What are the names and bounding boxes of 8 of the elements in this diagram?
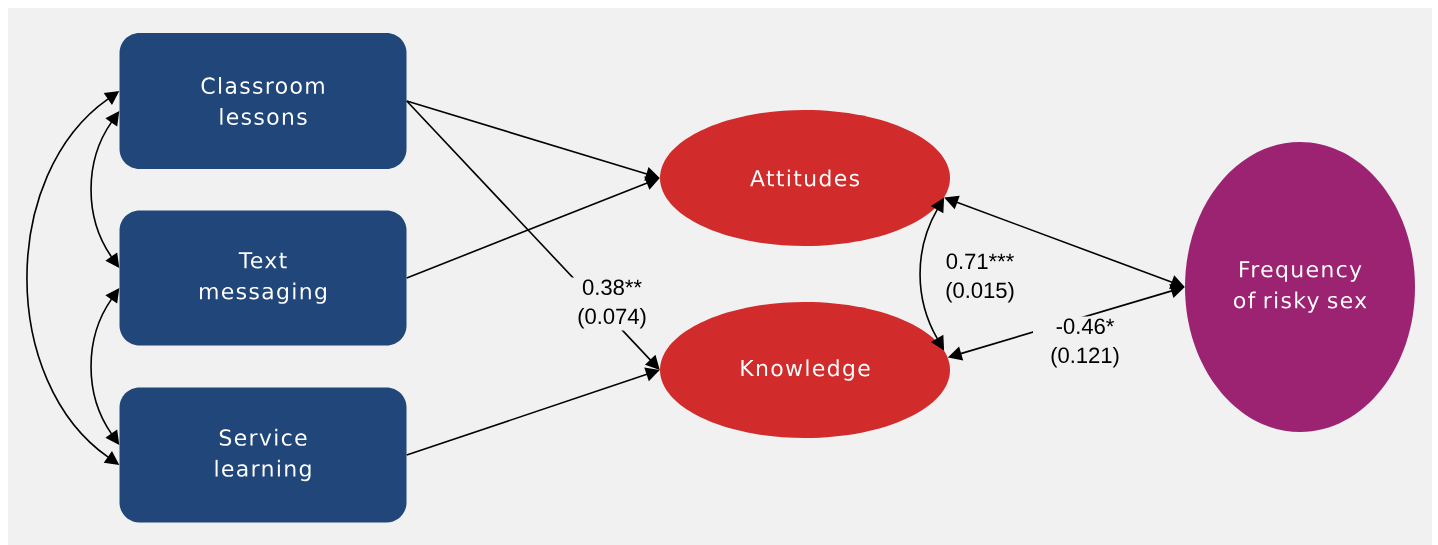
arrow bbox=[90, 111, 120, 268]
edge-label: 0.71*** (0.015) bbox=[928, 251, 1032, 305]
process-box: Text messaging bbox=[119, 210, 407, 346]
edge-label: -0.46* (0.121) bbox=[1033, 316, 1137, 370]
process-box: Service learning bbox=[119, 387, 407, 523]
edge-label: 0.38** (0.074) bbox=[560, 277, 664, 331]
arrow bbox=[90, 288, 120, 445]
process-box: Classroom lessons bbox=[119, 33, 407, 169]
